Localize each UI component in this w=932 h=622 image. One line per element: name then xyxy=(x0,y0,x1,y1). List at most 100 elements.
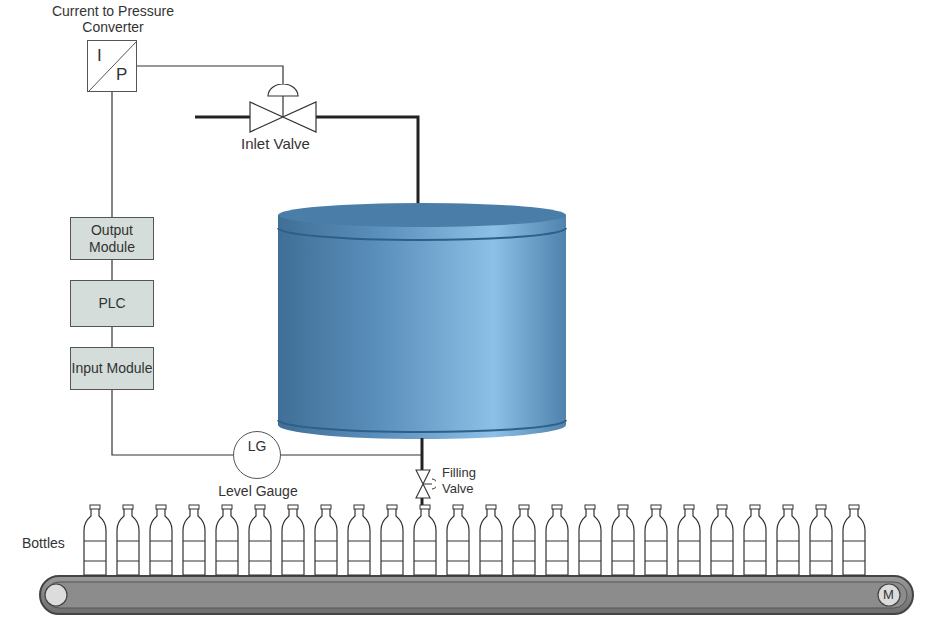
bottle-cap xyxy=(387,505,397,509)
bottle xyxy=(678,508,700,575)
bottle-label xyxy=(678,541,700,561)
inlet-pipe xyxy=(313,117,418,212)
gauge-line xyxy=(281,454,421,455)
bottle xyxy=(150,508,172,575)
ip-node: Current to Pressure ConverterIP xyxy=(87,40,137,92)
instrument-label: Level Gauge xyxy=(218,483,297,499)
bottle-label xyxy=(513,541,535,561)
module-label: PLC xyxy=(98,295,125,312)
valve-label: Inlet Valve xyxy=(241,135,310,152)
valve-handle xyxy=(432,479,436,489)
inlet-pipe xyxy=(195,116,252,119)
bottle-cap xyxy=(321,505,331,509)
bottle-label xyxy=(480,541,502,561)
bottle-label xyxy=(447,541,469,561)
bottle-cap xyxy=(156,505,166,509)
bottle-label xyxy=(183,541,205,561)
bottle-label xyxy=(645,541,667,561)
bottle-row xyxy=(84,505,865,575)
bottle-cap xyxy=(750,505,760,509)
tank xyxy=(278,203,566,439)
bottle-cap xyxy=(519,505,529,509)
bottle-cap xyxy=(783,505,793,509)
bottle-label xyxy=(84,541,106,561)
bottle-cap xyxy=(123,505,133,509)
signal-line xyxy=(112,390,233,455)
bottle-cap xyxy=(684,505,694,509)
gauge-node: LGLevel Gauge xyxy=(233,431,281,479)
bottle-label xyxy=(546,541,568,561)
bottle-label xyxy=(249,541,271,561)
ip-diagonal xyxy=(88,41,138,93)
bottle-cap xyxy=(354,505,364,509)
bottle-cap xyxy=(222,505,232,509)
bottle-label xyxy=(744,541,766,561)
bottle xyxy=(348,508,370,575)
bottle-label xyxy=(315,541,337,561)
bottle-cap xyxy=(717,505,727,509)
bottle-label xyxy=(117,541,139,561)
module-box: PLC xyxy=(70,280,154,327)
signal-line xyxy=(111,327,112,347)
bottle-cap xyxy=(453,505,463,509)
bottle xyxy=(546,508,568,575)
bottle-label xyxy=(843,541,865,561)
valve-actuator xyxy=(268,84,298,96)
bottle-cap xyxy=(651,505,661,509)
bottle-cap xyxy=(486,505,496,509)
bottle-label xyxy=(777,541,799,561)
bottle-label xyxy=(579,541,601,561)
bottle-cap xyxy=(552,505,562,509)
bottle-label xyxy=(282,541,304,561)
converter-symbol: P xyxy=(116,65,127,85)
bottle-label xyxy=(414,541,436,561)
motor-label: M xyxy=(883,587,894,602)
valve-stem xyxy=(282,96,283,117)
signal-line xyxy=(137,66,283,84)
bottle xyxy=(612,508,634,575)
bottle-cap xyxy=(849,505,859,509)
valve-handle xyxy=(423,484,432,485)
bottle-cap xyxy=(618,505,628,509)
bottle xyxy=(744,508,766,575)
bottle-cap xyxy=(420,505,430,509)
bottle xyxy=(216,508,238,575)
bottle-cap xyxy=(255,505,265,509)
bottle xyxy=(447,508,469,575)
control-valve-symbol xyxy=(248,84,318,134)
module-box: Input Module xyxy=(70,347,154,390)
bottle-label xyxy=(810,541,832,561)
bottle xyxy=(183,508,205,575)
bottle xyxy=(414,508,436,575)
bottle-label xyxy=(711,541,733,561)
bottle xyxy=(381,508,403,575)
inlet-node: Inlet Valve xyxy=(248,84,318,134)
bottle xyxy=(480,508,502,575)
bottle-cap xyxy=(189,505,199,509)
bottle xyxy=(645,508,667,575)
bottle-label xyxy=(216,541,238,561)
module-label: Output Module xyxy=(71,222,153,256)
bottle xyxy=(249,508,271,575)
instrument-tag: LG xyxy=(248,438,267,454)
valve-body xyxy=(250,102,316,132)
fill-node: Filling Valve xyxy=(412,468,436,500)
bottle-label xyxy=(150,541,172,561)
bottle-label xyxy=(381,541,403,561)
bottle xyxy=(843,508,865,575)
bottle-label xyxy=(348,541,370,561)
module-label: Input Module xyxy=(72,360,153,377)
converter-heading: Current to Pressure Converter xyxy=(38,3,188,35)
bottle xyxy=(579,508,601,575)
bottle xyxy=(513,508,535,575)
bottle-cap xyxy=(816,505,826,509)
converter-symbol: I xyxy=(97,46,102,66)
filling-valve-symbol xyxy=(412,468,436,500)
conveyor xyxy=(40,576,913,614)
bottle-cap xyxy=(288,505,298,509)
valve-label: Filling Valve xyxy=(442,465,492,497)
bottle-cap xyxy=(585,505,595,509)
diagonal-line xyxy=(89,42,136,91)
bottle xyxy=(117,508,139,575)
bottle xyxy=(711,508,733,575)
